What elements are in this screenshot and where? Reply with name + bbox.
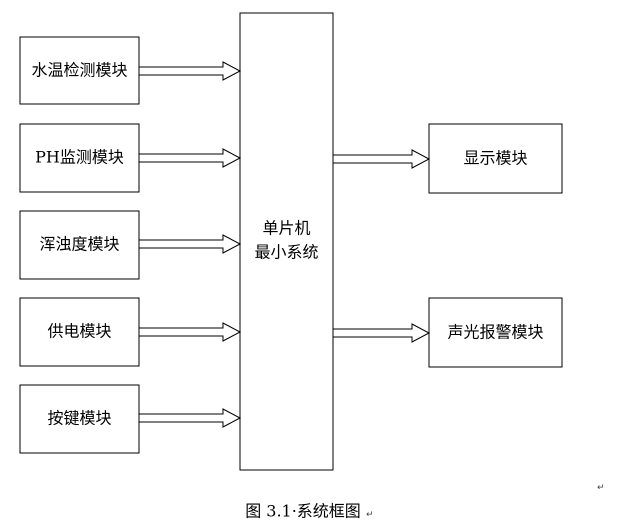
input-module-water-temp: 水温检测模块 xyxy=(19,36,140,105)
output-module-label: 显示模块 xyxy=(463,149,527,168)
input-module-keys: 按键模块 xyxy=(19,384,140,454)
input-module-label: 按键模块 xyxy=(47,409,111,428)
output-module-sound-light-alarm: 声光报警模块 xyxy=(428,297,563,368)
mcu-label-line2: 最小系统 xyxy=(254,243,318,262)
input-module-label: 供电模块 xyxy=(47,322,111,341)
arrow-turbidity-to-mcu xyxy=(138,234,242,254)
input-module-label: PH监测模块 xyxy=(35,148,124,167)
caption-paragraph-mark: ↵ xyxy=(366,510,374,520)
output-module-display: 显示模块 xyxy=(428,123,563,194)
arrow-keys-to-mcu xyxy=(138,408,242,428)
paragraph-mark: ↵ xyxy=(597,483,605,493)
arrow-mcu-to-display xyxy=(332,149,431,169)
arrow-mcu-to-alarm xyxy=(332,323,431,343)
input-module-turbidity: 浑浊度模块 xyxy=(19,210,140,280)
figure-caption: 图 3.1·系统框图 xyxy=(245,502,361,521)
input-module-label: 浑浊度模块 xyxy=(39,235,119,254)
input-module-power: 供电模块 xyxy=(19,297,140,367)
mcu-minimum-system: 单片机 最小系统 xyxy=(239,12,334,471)
input-module-ph: PH监测模块 xyxy=(19,123,140,193)
output-module-label: 声光报警模块 xyxy=(447,323,543,342)
arrow-water-temp-to-mcu xyxy=(138,61,242,81)
arrow-ph-to-mcu xyxy=(138,148,242,168)
mcu-label-line1: 单片机 xyxy=(262,219,310,238)
input-module-label: 水温检测模块 xyxy=(31,61,127,80)
arrow-power-to-mcu xyxy=(138,322,242,342)
